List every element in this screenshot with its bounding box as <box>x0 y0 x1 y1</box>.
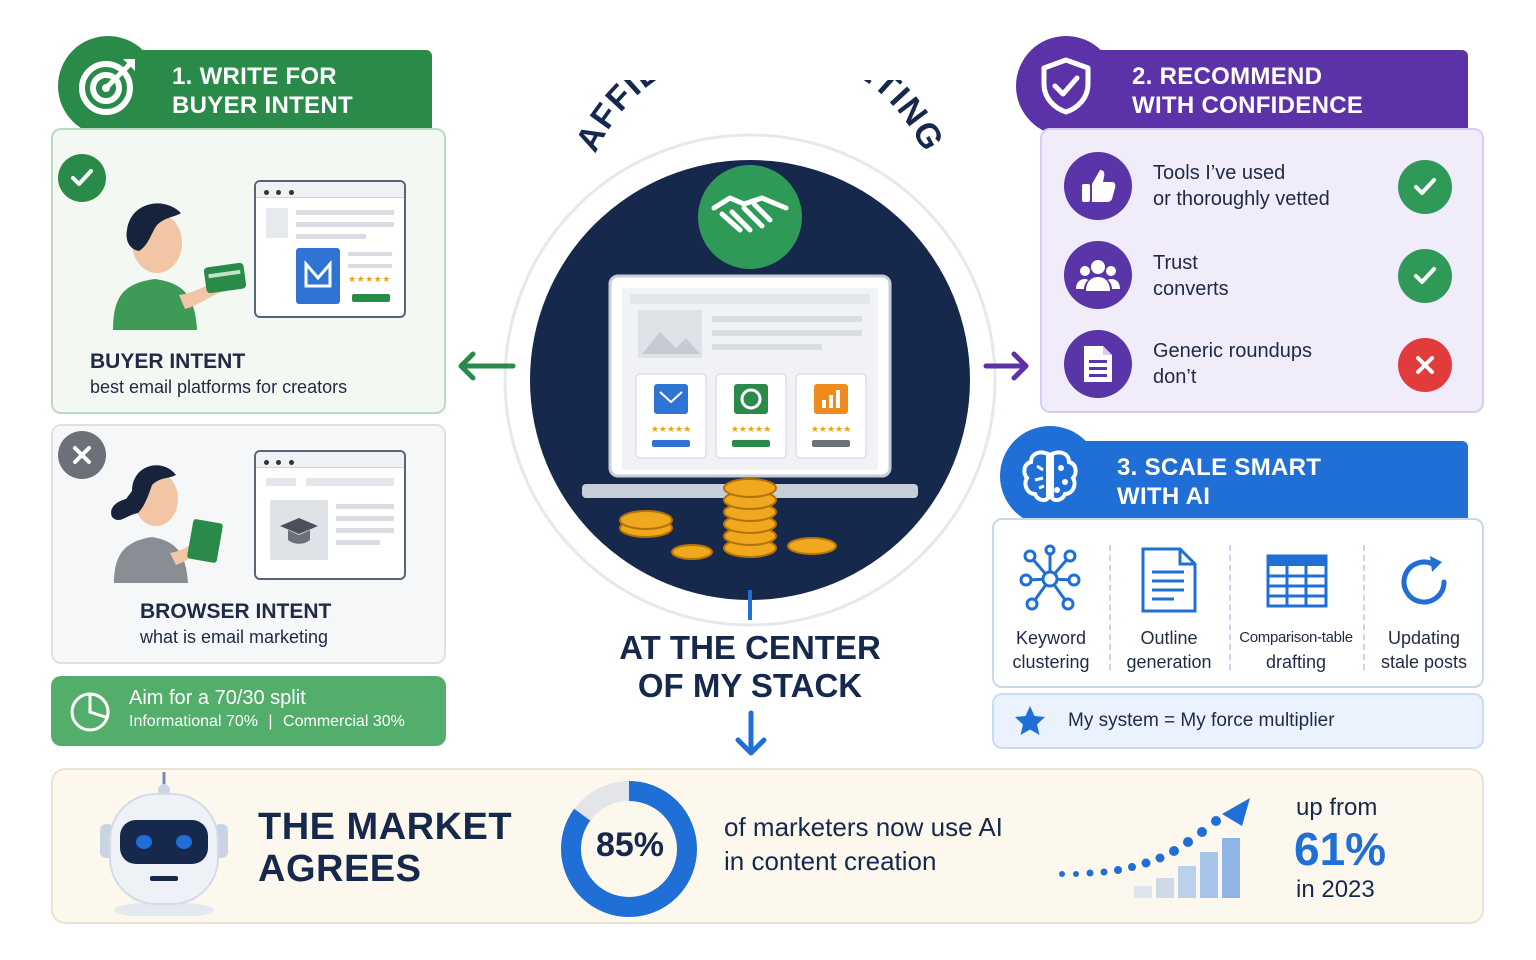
tool-keyword-label: Keyword clustering <box>998 626 1104 674</box>
rec-item-2-text: Trust converts <box>1153 250 1229 302</box>
tool-updating-line1: Updating <box>1387 628 1461 648</box>
tool-keyword-line2: clustering <box>1012 652 1090 672</box>
rec-item-1-line2: or thoroughly vetted <box>1153 188 1330 210</box>
split-banner <box>51 676 446 746</box>
stat-description-line1: of marketers now use AI <box>724 812 1003 842</box>
stat-description-line2: in content creation <box>724 846 937 876</box>
tool-divider <box>1109 545 1111 670</box>
split-separator: | <box>268 713 273 730</box>
arrow-down-icon <box>735 710 767 756</box>
network-icon <box>1019 544 1081 611</box>
browser-person-illustration <box>111 465 223 583</box>
buyer-intent-title: BUYER INTENT <box>90 350 246 373</box>
check-icon <box>1398 249 1452 303</box>
tool-divider <box>1229 545 1231 670</box>
section3-header-line2: WITH AI <box>1117 483 1211 510</box>
split-commercial: Commercial 30% <box>283 713 405 730</box>
rec-item-3-line2: don’t <box>1153 366 1197 388</box>
robot-icon <box>100 772 228 916</box>
outline-icon <box>1141 547 1197 613</box>
split-title: Aim for a 70/30 split <box>129 687 306 709</box>
rec-item-2-line2: converts <box>1153 278 1229 300</box>
svg-text:★★★★★: ★★★★★ <box>651 425 691 435</box>
check-icon <box>1398 160 1452 214</box>
stat-description: of marketers now use AI in content creat… <box>724 810 1003 878</box>
handshake-icon <box>711 195 789 233</box>
svg-text:★★★★★: ★★★★★ <box>731 425 771 435</box>
browser-intent-window <box>254 450 406 580</box>
tool-table-label: Comparison-table drafting <box>1232 626 1360 674</box>
refresh-icon <box>1401 556 1447 605</box>
email-product-icon <box>296 248 340 304</box>
thumbs-up-icon <box>1064 152 1132 220</box>
rating-stars-icon: ★★★★★ <box>348 274 391 284</box>
section1-header-line2: BUYER INTENT <box>172 92 353 119</box>
shield-icon <box>1016 36 1116 136</box>
growth-chart-icon <box>1059 798 1250 898</box>
people-icon <box>1064 241 1132 309</box>
market-title: THE MARKET AGREES <box>258 806 512 890</box>
rec-item-1-line1: Tools I’ve used <box>1153 162 1286 184</box>
cross-icon <box>1398 338 1452 392</box>
prev-prefix: up from <box>1296 794 1378 821</box>
buyer-intent-subtitle: best email platforms for creators <box>90 377 348 397</box>
tool-divider <box>1363 545 1365 670</box>
graduation-cap-icon <box>270 500 328 560</box>
cross-badge-icon <box>58 431 106 479</box>
split-informational: Informational 70% <box>129 713 258 730</box>
center-caption: AT THE CENTER OF MY STACK <box>590 629 910 705</box>
tool-outline-line1: Outline <box>1140 628 1198 648</box>
section3-header-line1: 3. SCALE SMART <box>1117 454 1322 481</box>
arrow-left-icon <box>458 351 516 381</box>
center-title: AFFILIATE MARKETING <box>569 80 952 158</box>
section2-header: 2. RECOMMEND WITH CONFIDENCE <box>1062 50 1468 130</box>
prev-value: 61% <box>1294 823 1387 875</box>
market-panel <box>51 768 1484 924</box>
section1-header: 1. WRITE FOR BUYER INTENT <box>104 50 432 130</box>
tool-updating-line2: stale posts <box>1380 652 1468 672</box>
document-icon <box>1064 330 1132 398</box>
center-caption-line1: AT THE CENTER <box>619 629 881 666</box>
rec-item-1-text: Tools I’ve used or thoroughly vetted <box>1153 160 1330 212</box>
prev-suffix: in 2023 <box>1296 876 1375 903</box>
section3-header: 3. SCALE SMART WITH AI <box>1044 441 1468 521</box>
scale-tools-panel <box>992 518 1484 688</box>
browser-intent-subtitle: what is email marketing <box>140 627 329 647</box>
buyer-person-illustration <box>113 203 247 330</box>
target-icon <box>58 36 158 136</box>
center-graphic: AFFILIATE MARKETING ★★★★★ ★★★★★ ★★★★★ <box>503 80 997 627</box>
tool-table-line2: drafting <box>1265 652 1327 672</box>
tool-table-line1: Comparison-table <box>1239 629 1353 646</box>
market-title-line2: AGREES <box>258 848 422 890</box>
browser-intent-title: BROWSER INTENT <box>140 600 332 623</box>
svg-text:★★★★★: ★★★★★ <box>811 425 851 435</box>
check-badge-icon <box>58 154 106 202</box>
section1-header-line1: 1. WRITE FOR <box>172 63 337 90</box>
section2-header-line1: 2. RECOMMEND <box>1132 63 1323 90</box>
stat-donut <box>561 781 697 917</box>
arrow-right-icon <box>983 351 1029 381</box>
tool-updating-label: Updating stale posts <box>1368 626 1480 674</box>
tool-outline-line2: generation <box>1126 652 1212 672</box>
table-icon <box>1266 554 1328 608</box>
brain-icon <box>1000 426 1100 526</box>
section2-header-line2: WITH CONFIDENCE <box>1132 92 1364 119</box>
market-title-line1: THE MARKET <box>258 806 513 848</box>
pie-chart-icon <box>70 692 110 732</box>
force-multiplier-banner <box>992 693 1484 749</box>
stat-value: 85% <box>595 826 665 864</box>
buyer-browser-window: ★★★★★ <box>254 180 406 318</box>
rec-item-3-line1: Generic roundups <box>1153 340 1312 362</box>
rec-item-3-text: Generic roundups don’t <box>1153 338 1312 390</box>
force-multiplier-text: My system = My force multiplier <box>1068 710 1335 731</box>
rec-item-2-line1: Trust <box>1153 252 1198 274</box>
star-icon <box>1015 706 1045 735</box>
tool-outline-label: Outline generation <box>1114 626 1224 674</box>
tool-keyword-line1: Keyword <box>1015 628 1087 648</box>
center-caption-line2: OF MY STACK <box>637 667 863 704</box>
split-breakdown: Informational 70% | Commercial 30% <box>129 713 405 731</box>
